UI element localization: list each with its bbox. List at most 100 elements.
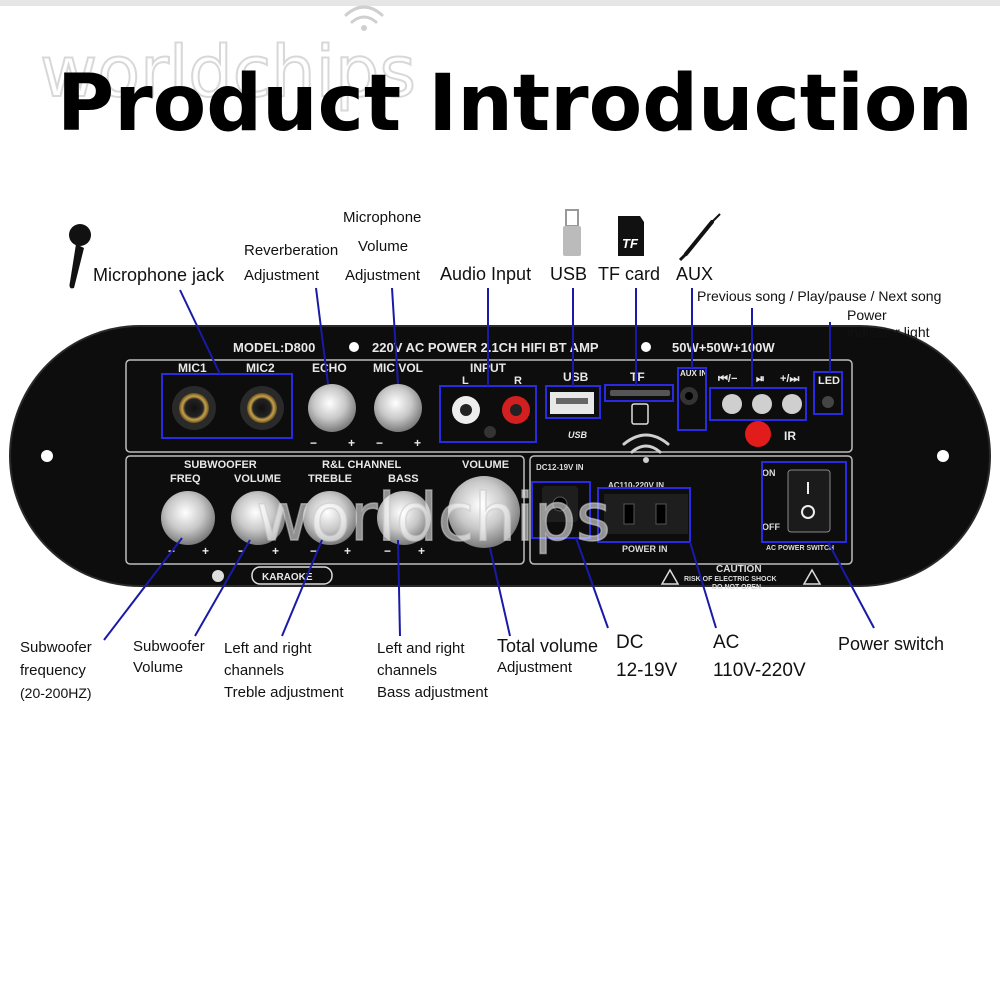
svg-text:−: − [238, 544, 245, 558]
svg-text:+: + [344, 544, 351, 558]
mount-hole-right [937, 450, 949, 462]
ac-in-label: AC110-220V IN [608, 481, 664, 490]
subwoofer-volume-knob[interactable] [231, 491, 285, 545]
label-song-control: Previous song / Play/pause / Next song [697, 288, 941, 304]
label-tf-card: TF card [598, 264, 660, 284]
play-pause-button[interactable] [752, 394, 772, 414]
svg-text:−: − [310, 544, 317, 558]
svg-text:+: + [418, 544, 425, 558]
label-power-led-2: indicator light [847, 324, 930, 340]
svg-text:VOLUME: VOLUME [462, 459, 509, 471]
next-button[interactable] [782, 394, 802, 414]
svg-text:SUBWOOFER: SUBWOOFER [184, 459, 257, 471]
label-audio-input: Audio Input [440, 264, 531, 284]
svg-text:−: − [384, 544, 391, 558]
svg-text:BASS: BASS [388, 473, 419, 485]
label-ac-2: 110V-220V [713, 660, 806, 681]
mic2-jack[interactable] [240, 386, 284, 430]
label-dc-1: DC [616, 632, 643, 653]
svg-text:R: R [514, 375, 522, 387]
wifi-icon [344, 5, 384, 31]
ac-highlight [597, 487, 691, 543]
spec-label: 220V AC POWER 2.1CH HIFI BT AMP [372, 340, 599, 355]
label-total-volume-1: Total volume [497, 636, 598, 656]
svg-text:−: − [376, 436, 383, 450]
model-label: MODEL:D800 [233, 340, 315, 355]
svg-text:RISK OF ELECTRIC SHOCK: RISK OF ELECTRIC SHOCK [684, 576, 777, 583]
usb-drive-icon [563, 209, 581, 256]
svg-text:TF: TF [622, 236, 639, 251]
label-bass-3: Bass adjustment [377, 684, 489, 701]
label-usb: USB [550, 264, 587, 284]
tf-slot[interactable] [610, 390, 670, 396]
echo-label: ECHO [312, 361, 347, 375]
treble-knob[interactable] [303, 491, 357, 545]
label-microphone-jack: Microphone jack [93, 265, 225, 285]
label-reverb-2: Adjustment [244, 267, 320, 284]
label-aux: AUX [676, 264, 713, 284]
svg-text:ON: ON [762, 468, 776, 478]
svg-text:+: + [272, 544, 279, 558]
warning-icon [802, 568, 822, 585]
bass-knob[interactable] [377, 491, 431, 545]
microphone-icon [69, 224, 91, 289]
rca-right-jack[interactable] [502, 396, 530, 424]
power-switch[interactable] [787, 469, 831, 533]
svg-text:FREQ: FREQ [170, 473, 201, 485]
svg-text:VOLUME: VOLUME [234, 473, 281, 485]
svg-text:+/⏭: +/⏭ [780, 373, 799, 385]
power-led [822, 396, 834, 408]
karaoke-label: KARAOKE [262, 572, 313, 583]
svg-text:R&L CHANNEL: R&L CHANNEL [322, 459, 402, 471]
echo-knob[interactable] [308, 384, 356, 432]
svg-text:IR: IR [784, 429, 796, 443]
svg-text:AC POWER SWITCH: AC POWER SWITCH [766, 545, 834, 552]
label-treble-3: Treble adjustment [224, 684, 344, 701]
subwoofer-freq-knob[interactable] [161, 491, 215, 545]
label-dc-2: 12-19V [616, 660, 678, 681]
caution-label: CAUTION [716, 564, 762, 575]
master-volume-knob[interactable] [448, 476, 520, 548]
mic2-label: MIC2 [246, 361, 275, 375]
top-border [0, 0, 1000, 6]
mount-hole-left [41, 450, 53, 462]
label-subwoofer-freq-2: frequency [20, 662, 86, 679]
page-title: Product Introduction [57, 59, 973, 149]
mic-jack-highlight [161, 373, 293, 439]
ac-socket[interactable] [604, 494, 688, 534]
label-bass-1: Left and right [377, 640, 465, 657]
dc-in-label: DC12-19V IN [536, 463, 584, 472]
svg-text:−: − [310, 436, 317, 450]
svg-text:⏯: ⏯ [756, 373, 765, 385]
svg-text:+: + [414, 436, 421, 450]
svg-text:⏮/−: ⏮/− [718, 373, 737, 385]
leader-lines [103, 287, 875, 641]
svg-text:OFF: OFF [762, 522, 780, 532]
label-subwoofer-vol-2: Volume [133, 659, 183, 676]
mic-volume-knob[interactable] [374, 384, 422, 432]
label-treble-1: Left and right [224, 640, 312, 657]
label-total-volume-2: Adjustment [497, 659, 573, 676]
song-buttons-highlight [709, 387, 807, 421]
led-label: LED [818, 375, 840, 387]
watermark-center: worldchips [256, 479, 610, 556]
label-bass-2: channels [377, 662, 437, 679]
svg-text:+: + [348, 436, 355, 450]
svg-text:+: + [202, 544, 209, 558]
aux-plug-icon [678, 213, 721, 262]
previous-button[interactable] [722, 394, 742, 414]
usb-port-label: USB [563, 370, 589, 384]
svg-text:DO NOT OPEN: DO NOT OPEN [712, 584, 761, 591]
warning-icon [660, 568, 680, 585]
svg-text:USB: USB [568, 430, 588, 440]
led-highlight [813, 371, 843, 415]
tf-slot-label: TF [630, 370, 645, 384]
aux-label: AUX IN [680, 369, 707, 378]
mic1-jack[interactable] [172, 386, 216, 430]
label-micvol-2: Volume [358, 238, 408, 255]
tf-card-icon: TF [618, 216, 644, 256]
rca-left-jack[interactable] [452, 396, 480, 424]
svg-text:L: L [462, 375, 469, 387]
